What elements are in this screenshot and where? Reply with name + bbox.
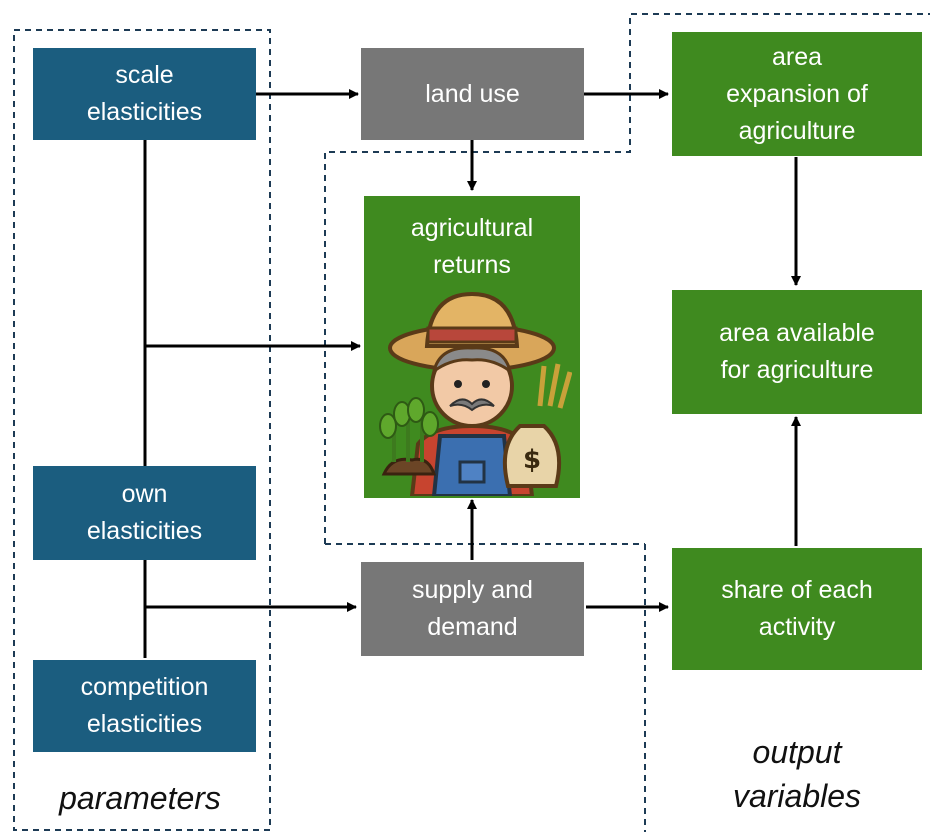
- own-elasticities-box: own elasticities: [33, 466, 256, 560]
- parameters-group-label: parameters: [59, 780, 221, 816]
- own-elasticities-line-2: elasticities: [86, 517, 203, 545]
- output-variables-line-2: variables: [732, 778, 862, 814]
- agricultural-returns-box: agricultural returns $: [364, 196, 580, 498]
- agricultural-returns-line-2: returns: [433, 251, 511, 279]
- area-expansion-line-2: expansion of: [726, 79, 868, 108]
- scale-elasticities-line-1: scale: [115, 61, 174, 89]
- competition-elasticities-line-1: competition: [80, 673, 209, 701]
- supply-and-demand-line-1: supply and: [412, 576, 533, 604]
- competition-elasticities-line-2: elasticities: [86, 710, 203, 738]
- supply-and-demand-box: supply and demand: [361, 562, 584, 656]
- share-of-each-activity-line-2: activity: [758, 613, 836, 641]
- area-available-line-2: for agriculture: [720, 356, 874, 384]
- land-use-label: land use: [425, 79, 520, 108]
- output-group-outline: [324, 13, 930, 832]
- output-variables-line-1: output: [752, 734, 842, 770]
- scale-elasticities-box: scale elasticities: [33, 48, 256, 140]
- share-of-each-activity-line-1: share of each: [721, 576, 873, 604]
- area-expansion-line-1: area: [771, 42, 823, 71]
- scale-elasticities-line-2: elasticities: [86, 98, 203, 126]
- competition-elasticities-box: competition elasticities: [33, 660, 256, 752]
- area-expansion-line-3: agriculture: [738, 116, 856, 145]
- supply-and-demand-line-2: demand: [427, 613, 518, 641]
- farmer-illustration: $: [379, 291, 572, 496]
- land-use-box: land use: [361, 48, 584, 140]
- area-expansion-box: area expansion of agriculture: [672, 32, 922, 156]
- area-available-box: area available for agriculture: [672, 290, 922, 414]
- svg-text:$: $: [523, 445, 541, 475]
- share-of-each-activity-box: share of each activity: [672, 548, 922, 670]
- own-elasticities-line-1: own: [121, 480, 168, 508]
- agricultural-returns-line-1: agricultural: [410, 214, 534, 242]
- output-variables-group-label: output variables: [672, 730, 922, 818]
- area-available-line-1: area available: [719, 319, 875, 347]
